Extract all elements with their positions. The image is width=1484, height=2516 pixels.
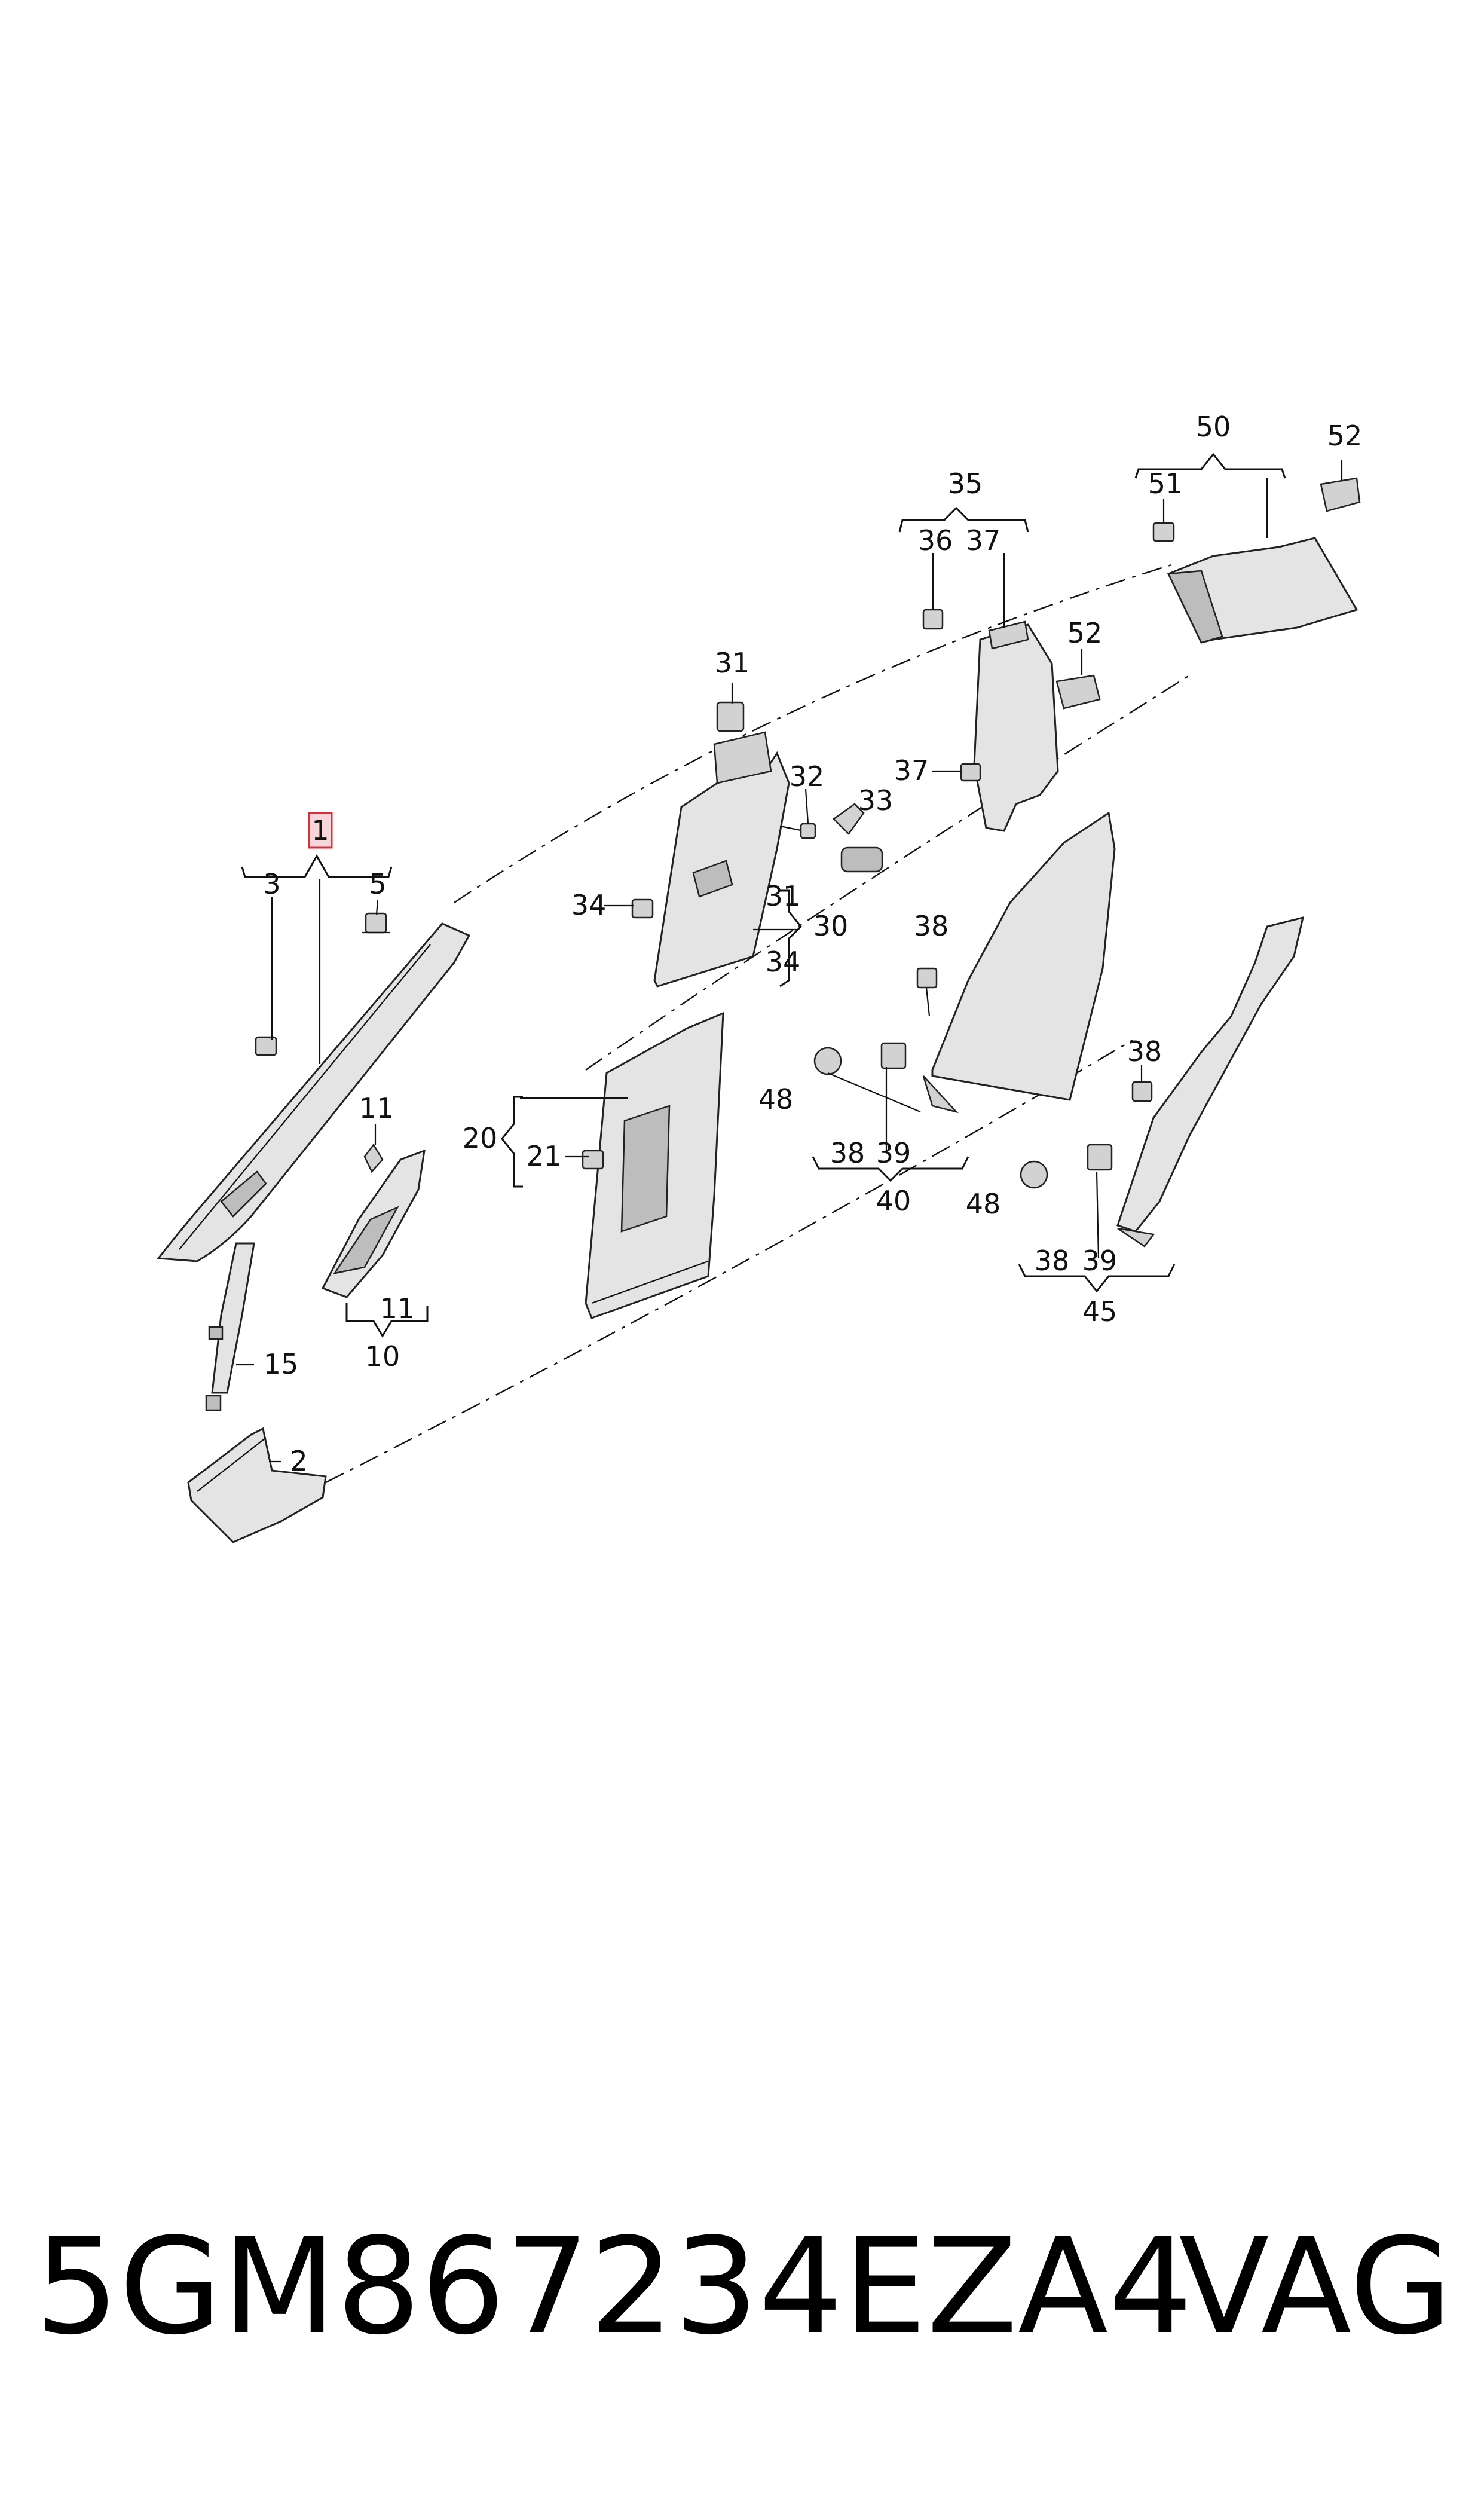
callout-34-bracket[interactable]: 34 bbox=[766, 946, 801, 978]
callout-15[interactable]: 15 bbox=[264, 1348, 299, 1380]
bracket-15[interactable] bbox=[205, 1242, 255, 1411]
callout-10[interactable]: 10 bbox=[365, 1340, 400, 1372]
rear-trim-45[interactable] bbox=[1116, 916, 1305, 1248]
nut-48[interactable] bbox=[813, 1047, 842, 1075]
callout-48-left[interactable]: 48 bbox=[758, 1083, 794, 1115]
callout-38-bracket-45[interactable]: 38 bbox=[1035, 1245, 1070, 1277]
a-pillar-trim[interactable] bbox=[157, 922, 471, 1262]
callout-37-side[interactable]: 37 bbox=[894, 754, 929, 787]
callout-34-left[interactable]: 34 bbox=[571, 889, 607, 921]
callout-40[interactable]: 40 bbox=[876, 1185, 911, 1217]
clip-36[interactable] bbox=[922, 609, 944, 630]
callout-38-bracket-40[interactable]: 38 bbox=[830, 1137, 865, 1169]
part-number: 5GM867234EZA4 bbox=[35, 2210, 1193, 2364]
callout-11-bottom[interactable]: 11 bbox=[380, 1292, 415, 1325]
sill-trim-2[interactable] bbox=[187, 1427, 327, 1543]
callout-21[interactable]: 21 bbox=[527, 1140, 562, 1172]
assembly-guide-lines bbox=[325, 564, 1190, 1484]
highlight-box bbox=[308, 812, 333, 849]
callout-20[interactable]: 20 bbox=[463, 1122, 498, 1154]
callout-31-top[interactable]: 31 bbox=[715, 647, 750, 679]
callout-32[interactable]: 32 bbox=[790, 760, 825, 793]
callout-35[interactable]: 35 bbox=[948, 467, 983, 500]
callout-52-mid[interactable]: 52 bbox=[1067, 617, 1103, 649]
callout-36[interactable]: 36 bbox=[918, 524, 953, 557]
clip-52[interactable] bbox=[1055, 674, 1101, 710]
clip-3[interactable] bbox=[255, 1036, 277, 1056]
clip-38[interactable] bbox=[916, 967, 938, 989]
grab-handle-10[interactable] bbox=[321, 1143, 426, 1298]
clip-39-rear[interactable] bbox=[1087, 1144, 1113, 1171]
clip-21[interactable] bbox=[582, 1150, 604, 1170]
callout-45[interactable]: 45 bbox=[1082, 1295, 1118, 1328]
callout-50[interactable]: 50 bbox=[1196, 411, 1231, 443]
callout-38-rear[interactable]: 38 bbox=[1127, 1035, 1162, 1068]
callout-labels: 1 3 5 11 11 10 15 2 20 21 31 32 33 34 31… bbox=[263, 411, 1362, 1477]
clip-5[interactable] bbox=[362, 912, 390, 934]
clip-34[interactable] bbox=[631, 898, 654, 919]
screw-32[interactable] bbox=[779, 823, 816, 839]
clip-38-rear[interactable] bbox=[1131, 1081, 1153, 1102]
callout-33[interactable]: 33 bbox=[858, 784, 894, 817]
clip-31[interactable] bbox=[716, 701, 745, 732]
callout-3[interactable]: 3 bbox=[263, 868, 280, 900]
callout-2[interactable]: 2 bbox=[290, 1445, 307, 1477]
leader-lines bbox=[236, 453, 1343, 1463]
clip-39[interactable] bbox=[880, 1042, 907, 1069]
callout-51[interactable]: 51 bbox=[1148, 467, 1183, 500]
cover-33[interactable] bbox=[833, 803, 883, 873]
d-pillar-trim-40[interactable] bbox=[922, 811, 1116, 1114]
callout-48-right[interactable]: 48 bbox=[966, 1188, 1001, 1220]
callout-38-mid[interactable]: 38 bbox=[914, 910, 949, 942]
callout-37-top[interactable]: 37 bbox=[966, 524, 1001, 557]
callout-5[interactable]: 5 bbox=[369, 868, 386, 900]
clip-37[interactable] bbox=[960, 763, 981, 782]
parts-exploded-diagram: 1 3 5 11 11 10 15 2 20 21 31 32 33 34 31… bbox=[157, 411, 1362, 1543]
c-pillar-trim-35[interactable] bbox=[973, 620, 1059, 832]
rear-upper-trim-50[interactable] bbox=[1167, 537, 1358, 644]
nut-48-rear[interactable] bbox=[1020, 1160, 1048, 1189]
callout-30[interactable]: 30 bbox=[813, 910, 849, 942]
callout-52-top[interactable]: 52 bbox=[1327, 420, 1363, 452]
callout-1[interactable]: 1 bbox=[311, 814, 329, 846]
callout-11-top[interactable]: 11 bbox=[359, 1092, 394, 1124]
brand-name: VAG bbox=[1179, 2210, 1452, 2364]
lower-b-pillar-trim-20[interactable] bbox=[585, 1011, 724, 1319]
callout-39-bracket-45[interactable]: 39 bbox=[1082, 1245, 1118, 1277]
clip-52-top[interactable] bbox=[1320, 477, 1361, 512]
callout-39-bracket-40[interactable]: 39 bbox=[876, 1137, 911, 1169]
upper-b-pillar-trim-30[interactable] bbox=[653, 731, 790, 988]
callout-31-bracket[interactable]: 31 bbox=[766, 880, 801, 912]
clip-51[interactable] bbox=[1152, 522, 1175, 542]
